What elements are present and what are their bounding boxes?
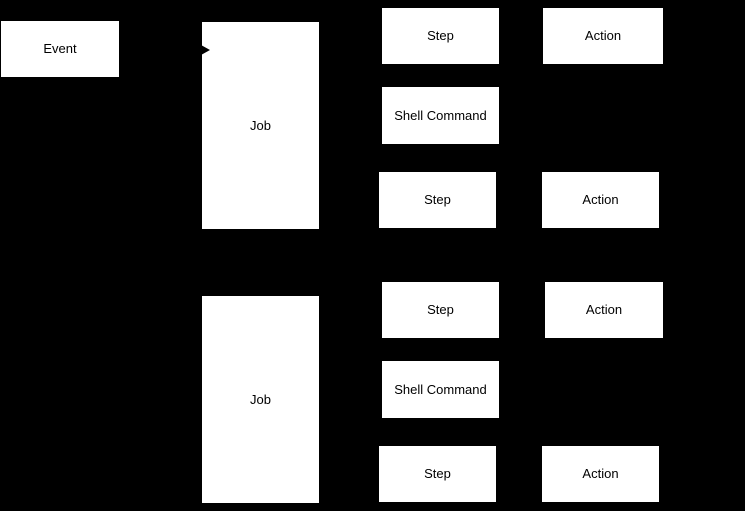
node-step-2[interactable]: Step (378, 171, 497, 229)
node-action-4-label: Action (582, 466, 619, 482)
node-shell-command-1[interactable]: Shell Command (381, 86, 500, 145)
node-step-4[interactable]: Step (378, 445, 497, 503)
node-step-3-label: Step (427, 302, 454, 318)
node-action-4[interactable]: Action (541, 445, 660, 503)
node-action-2[interactable]: Action (541, 171, 660, 229)
node-event[interactable]: Event (0, 20, 120, 78)
arrow-right-icon (201, 45, 210, 55)
node-action-1[interactable]: Action (542, 7, 664, 65)
node-step-1-label: Step (427, 28, 454, 44)
node-event-label: Event (43, 41, 77, 57)
node-action-3[interactable]: Action (544, 281, 664, 339)
node-step-3[interactable]: Step (381, 281, 500, 339)
node-job-1-label: Job (250, 117, 271, 133)
node-step-2-label: Step (424, 192, 451, 208)
node-step-1[interactable]: Step (381, 7, 500, 65)
node-job-2[interactable]: Job (201, 295, 320, 504)
node-step-4-label: Step (424, 466, 451, 482)
node-job-1[interactable]: Job (201, 21, 320, 230)
node-action-1-label: Action (584, 28, 622, 44)
node-shell-command-2[interactable]: Shell Command (381, 360, 500, 419)
node-shell-command-1-label: Shell Command (394, 107, 487, 123)
node-shell-command-2-label: Shell Command (394, 381, 487, 397)
node-job-2-label: Job (250, 391, 271, 407)
node-action-2-label: Action (582, 192, 619, 208)
node-action-3-label: Action (585, 302, 623, 318)
